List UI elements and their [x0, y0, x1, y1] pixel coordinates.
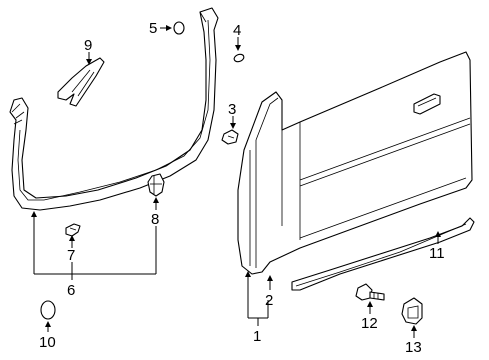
callout-1: 1 — [253, 328, 261, 345]
oval-grommet — [40, 300, 56, 320]
callout-5: 5 — [149, 20, 157, 37]
callout-2: 2 — [265, 292, 273, 309]
mounting-bolt — [355, 283, 385, 301]
callout-13: 13 — [405, 339, 422, 356]
side-molding — [291, 217, 475, 291]
callout-3: 3 — [228, 101, 236, 118]
push-fastener — [147, 173, 165, 197]
callout-8: 8 — [151, 211, 159, 228]
door-clip — [221, 129, 239, 145]
callout-11: 11 — [429, 245, 445, 262]
retainer-clip — [401, 297, 423, 325]
callout-4: 4 — [233, 22, 241, 39]
callout-9: 9 — [84, 37, 92, 54]
corner-trim-piece — [57, 57, 105, 107]
callout-10: 10 — [39, 334, 56, 351]
callout-6: 6 — [67, 282, 75, 299]
leader-lines — [31, 25, 441, 338]
small-clip — [65, 223, 81, 237]
callout-12: 12 — [361, 315, 378, 332]
door-opening-weatherstrip — [9, 7, 219, 211]
door-shell — [237, 51, 473, 275]
oval-plug — [233, 53, 245, 63]
round-plug — [173, 21, 185, 35]
callout-7: 7 — [67, 247, 75, 264]
